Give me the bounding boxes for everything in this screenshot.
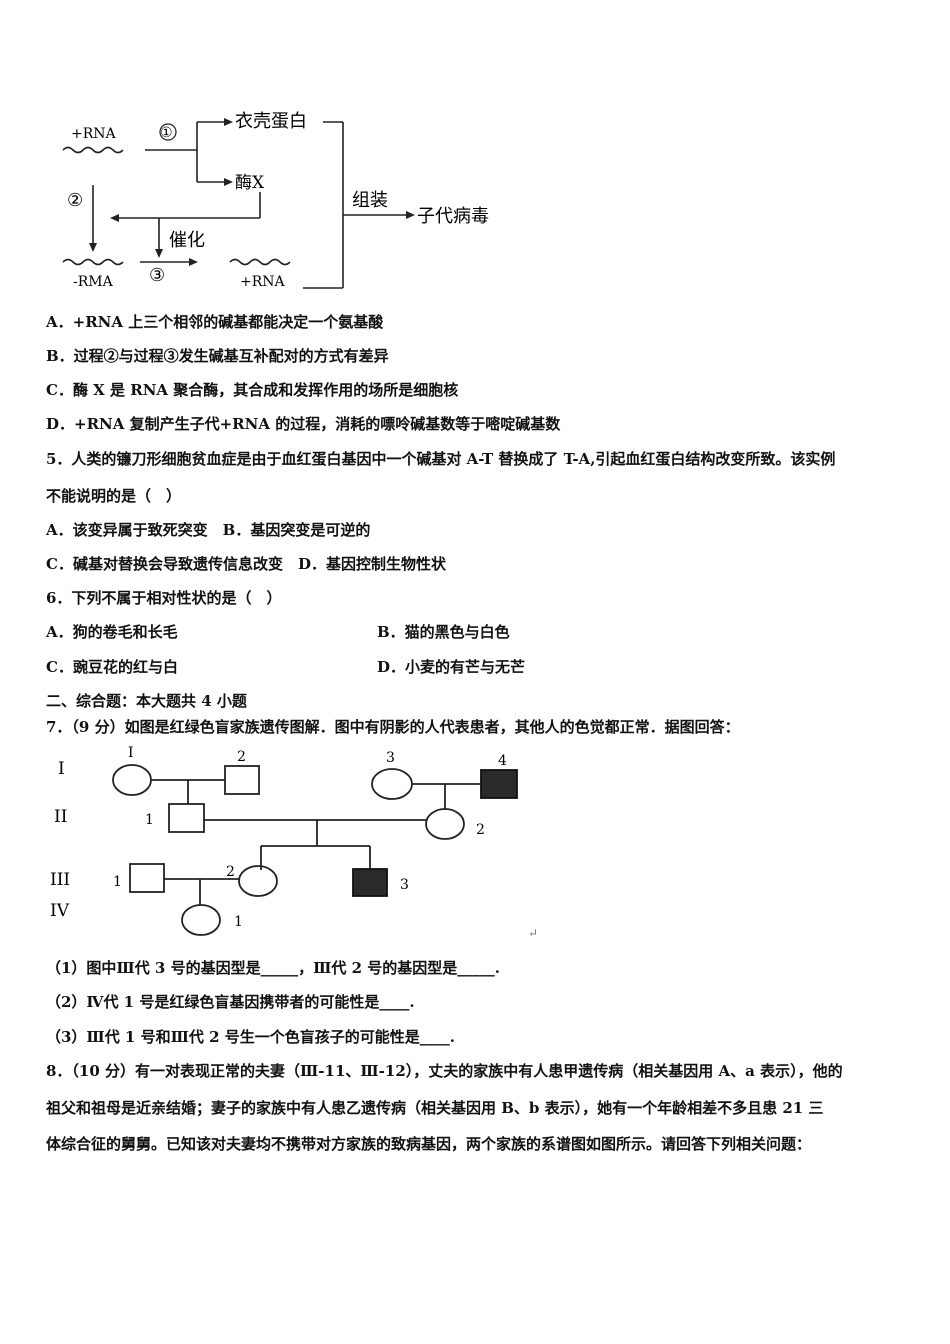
label-step1: ①: [160, 125, 173, 141]
q5-options-line2: C．碱基对替换会导致遗传信息改变 D．基因控制生物性状: [46, 555, 446, 573]
gen-label-ii: II: [54, 807, 67, 827]
q6-option-a: A．狗的卷毛和长毛: [46, 623, 178, 641]
num-iii1: 1: [113, 874, 122, 890]
iii1-male: [129, 863, 165, 893]
ii1-male: [168, 803, 205, 833]
q7-stem: 7．（9 分）如图是红绿色盲家族遗传图解．图中有阴影的人代表患者，其他人的色觉都…: [46, 718, 740, 736]
q4-option-c: C．酶 X 是 RNA 聚合酶，其合成和发挥作用的场所是细胞核: [46, 381, 459, 399]
num-i2: 2: [237, 749, 246, 765]
label-step2: ②: [67, 190, 83, 211]
pos-rna-strand: [62, 146, 124, 154]
q4-option-b: B．过程②与过程③发生碱基互补配对的方式有差异: [46, 347, 389, 365]
virus-replication-diagram: +RNA ① 衣壳蛋白 酶X ② 催化 组装 子代病毒 -RMA ③ +RNA: [62, 111, 489, 290]
num-i1: I: [128, 745, 134, 761]
return-mark: ↵: [528, 926, 538, 940]
iii2-female: [238, 865, 278, 897]
q8-line3: 体综合征的舅舅。已知该对夫妻均不携带对方家族的致病基因，两个家族的系谱图如图所示…: [46, 1135, 812, 1153]
q6-stem: 6．下列不属于相对性状的是（ ）: [46, 589, 282, 607]
label-assemble: 组装: [352, 190, 388, 211]
q6-option-c: C．豌豆花的红与白: [46, 658, 178, 676]
num-ii1: 1: [145, 812, 154, 828]
ii2-female: [425, 808, 465, 840]
neg-rna-strand: [62, 258, 124, 266]
q4-option-d: D．+RNA 复制产生子代+RNA 的过程，消耗的嘌呤碱基数等于嘧啶碱基数: [46, 415, 561, 433]
gen-label-iii: III: [50, 870, 70, 890]
gen-label-iv: IV: [50, 901, 70, 921]
num-iii3: 3: [400, 877, 409, 893]
i3-female: [371, 768, 413, 800]
label-pos-rna-2: +RNA: [240, 274, 286, 290]
label-pos-rna: +RNA: [71, 126, 117, 142]
iii3-affected-male: [352, 868, 388, 897]
num-iii2: 2: [226, 864, 235, 880]
pedigree-chart: I II III IV I 2 3 4 1 2 1 2 3 1 ↵: [50, 745, 538, 940]
num-i3: 3: [386, 750, 395, 766]
label-capsid: 衣壳蛋白: [235, 111, 307, 132]
q5-stem-line1: 5．人类的镰刀形细胞贫血症是由于血红蛋白基因中一个碱基对 A-T 替换成了 T-…: [46, 450, 836, 468]
label-offspring: 子代病毒: [417, 206, 489, 227]
q5-stem-line2: 不能说明的是（ ）: [46, 487, 182, 505]
i1-female: [112, 764, 152, 796]
q4-option-a: A．+RNA 上三个相邻的碱基都能决定一个氨基酸: [46, 313, 384, 331]
label-catalyze: 催化: [169, 230, 205, 251]
q6-option-b: B．猫的黑色与白色: [377, 623, 510, 641]
num-ii2: 2: [476, 822, 485, 838]
i2-male: [224, 765, 260, 795]
label-step3: ③: [149, 265, 165, 286]
iv1-female: [181, 904, 221, 936]
label-enzyme: 酶X: [235, 173, 265, 193]
q8-line1: 8．（10 分）有一对表现正常的夫妻（Ⅲ-11、Ⅲ-12），丈夫的家族中有人患甲…: [46, 1062, 843, 1080]
section-heading: 二、综合题：本大题共 4 小题: [46, 692, 247, 710]
label-neg-rna: -RMA: [73, 274, 114, 290]
step1-circle: [159, 123, 177, 141]
q7-sub3: （3）Ⅲ代 1 号和Ⅲ代 2 号生一个色盲孩子的可能性是____.: [46, 1028, 455, 1046]
num-i4: 4: [498, 753, 507, 769]
q8-line2: 祖父和祖母是近亲结婚；妻子的家族中有人患乙遗传病（相关基因用 B、b 表示），她…: [46, 1099, 824, 1117]
q6-option-d: D．小麦的有芒与无芒: [377, 658, 526, 676]
q5-options-line1: A．该变异属于致死突变 B．基因突变是可逆的: [46, 521, 371, 539]
num-iv1: 1: [234, 914, 243, 930]
q7-sub1: （1）图中Ⅲ代 3 号的基因型是_____，Ⅲ代 2 号的基因型是_____.: [46, 959, 500, 977]
gen-label-i: I: [58, 759, 65, 779]
i4-affected-male: [480, 769, 518, 799]
q7-sub2: （2）Ⅳ代 1 号是红绿色盲基因携带者的可能性是____.: [46, 993, 415, 1011]
pos-rna-strand-2: [229, 258, 291, 266]
